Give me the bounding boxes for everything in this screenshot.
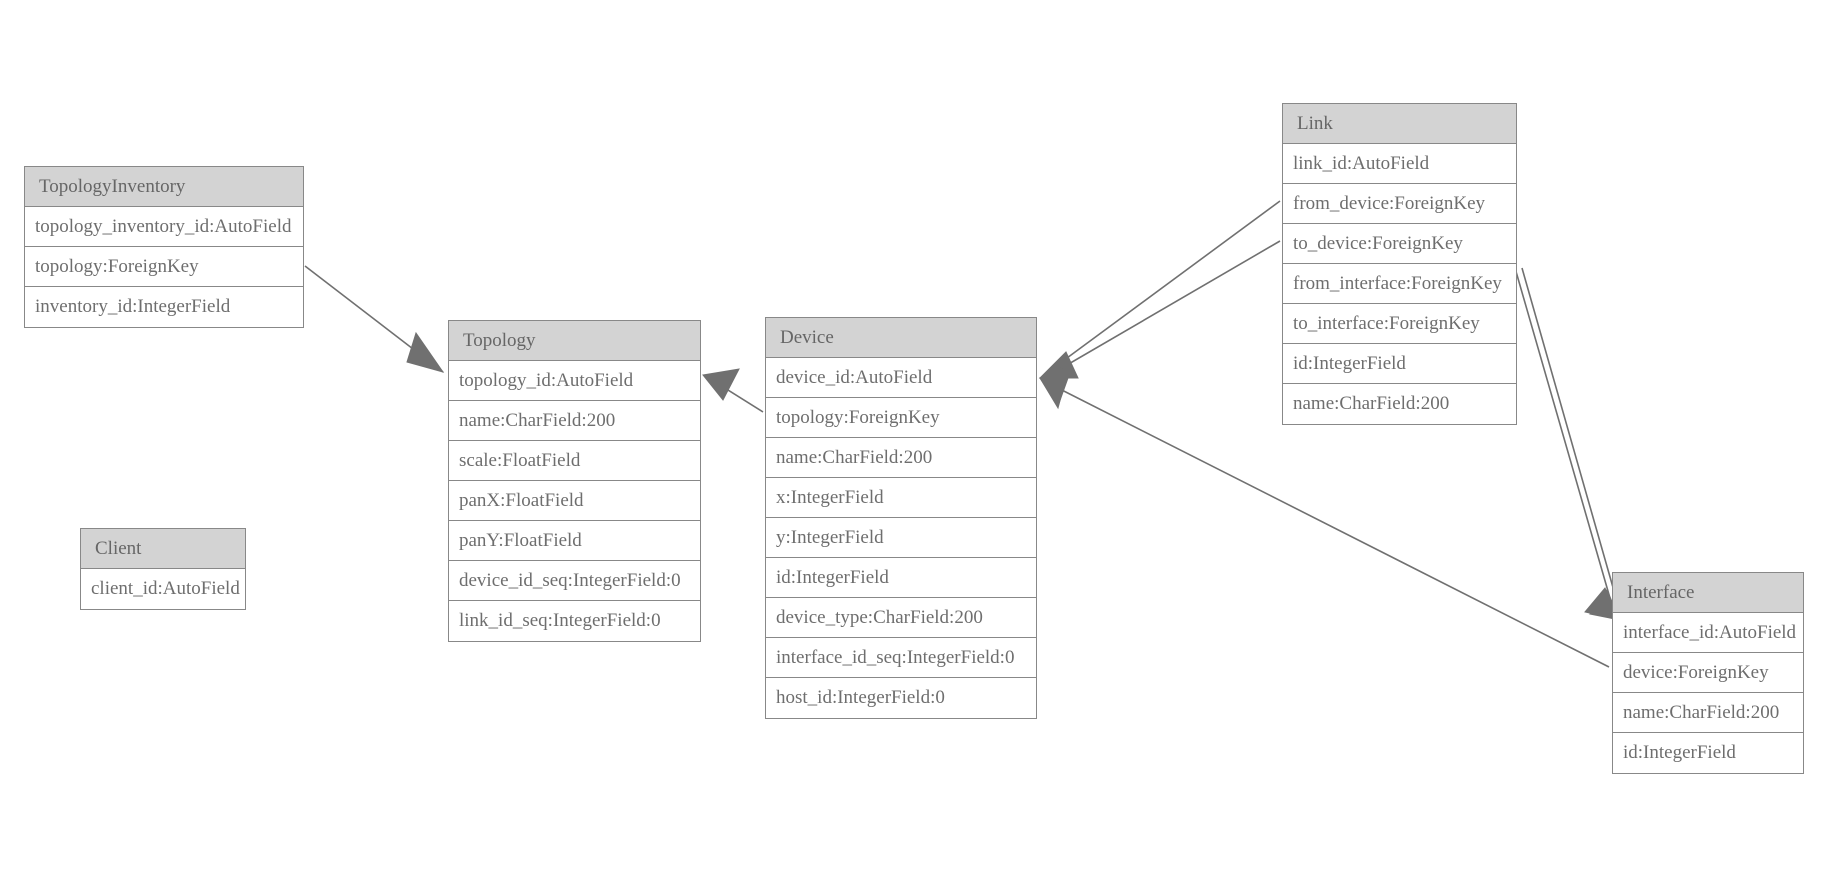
entity-field[interactable]: name:CharField:200 xyxy=(1613,693,1803,733)
entity-field[interactable]: topology:ForeignKey xyxy=(25,247,303,287)
relationship-line-rel-link-to-interface xyxy=(1521,267,1621,613)
entity-field[interactable]: name:CharField:200 xyxy=(1283,384,1516,424)
entity-field[interactable]: device_id:AutoField xyxy=(766,358,1036,398)
relationship-line-rel-topologyinventory-topology xyxy=(304,265,444,373)
entity-field[interactable]: device:ForeignKey xyxy=(1613,653,1803,693)
relationship-line-rel-link-to-device xyxy=(1047,240,1281,377)
entity-title-interface: Interface xyxy=(1613,573,1803,613)
entity-field[interactable]: inventory_id:IntegerField xyxy=(25,287,303,327)
entity-field[interactable]: x:IntegerField xyxy=(766,478,1036,518)
entity-title-topology-inventory: TopologyInventory xyxy=(25,167,303,207)
entity-field[interactable]: name:CharField:200 xyxy=(449,401,700,441)
entity-field[interactable]: host_id:IntegerField:0 xyxy=(766,678,1036,718)
entity-field[interactable]: id:IntegerField xyxy=(766,558,1036,598)
entity-field[interactable]: name:CharField:200 xyxy=(766,438,1036,478)
entity-field[interactable]: y:IntegerField xyxy=(766,518,1036,558)
entity-field[interactable]: topology:ForeignKey xyxy=(766,398,1036,438)
entity-field[interactable]: link_id_seq:IntegerField:0 xyxy=(449,601,700,641)
entity-field[interactable]: panX:FloatField xyxy=(449,481,700,521)
entity-field[interactable]: topology_id:AutoField xyxy=(449,361,700,401)
entity-field[interactable]: to_device:ForeignKey xyxy=(1283,224,1516,264)
entity-field[interactable]: panY:FloatField xyxy=(449,521,700,561)
relationship-line-rel-device-topology xyxy=(711,379,764,413)
relationship-arrowhead-rel-interface-device xyxy=(1039,377,1069,408)
entity-field[interactable]: id:IntegerField xyxy=(1613,733,1803,773)
entity-field[interactable]: from_device:ForeignKey xyxy=(1283,184,1516,224)
entity-field[interactable]: to_interface:ForeignKey xyxy=(1283,304,1516,344)
entity-field[interactable]: interface_id_seq:IntegerField:0 xyxy=(766,638,1036,678)
entity-field[interactable]: from_interface:ForeignKey xyxy=(1283,264,1516,304)
entity-field[interactable]: id:IntegerField xyxy=(1283,344,1516,384)
relationship-line-rel-interface-device xyxy=(1047,382,1610,668)
entity-title-device: Device xyxy=(766,318,1036,358)
entity-field[interactable]: topology_inventory_id:AutoField xyxy=(25,207,303,247)
relationship-arrowhead-rel-link-to-device xyxy=(1039,377,1067,410)
entity-title-link: Link xyxy=(1283,104,1516,144)
entity-field[interactable]: client_id:AutoField xyxy=(81,569,245,609)
relationship-arrowhead-rel-link-from-device xyxy=(1038,351,1079,379)
entity-field[interactable]: interface_id:AutoField xyxy=(1613,613,1803,653)
entity-field[interactable]: scale:FloatField xyxy=(449,441,700,481)
entity-title-topology: Topology xyxy=(449,321,700,361)
entity-title-client: Client xyxy=(81,529,245,569)
relationship-line-rel-link-from-device xyxy=(1047,200,1281,373)
entity-field[interactable]: device_id_seq:IntegerField:0 xyxy=(449,561,700,601)
relationship-arrowhead-rel-device-topology xyxy=(702,368,740,401)
entity-field[interactable]: link_id:AutoField xyxy=(1283,144,1516,184)
relationship-line-rel-link-from-interface xyxy=(1514,267,1615,613)
entity-field[interactable]: device_type:CharField:200 xyxy=(766,598,1036,638)
relationship-arrowhead-rel-topologyinventory-topology xyxy=(406,331,445,373)
